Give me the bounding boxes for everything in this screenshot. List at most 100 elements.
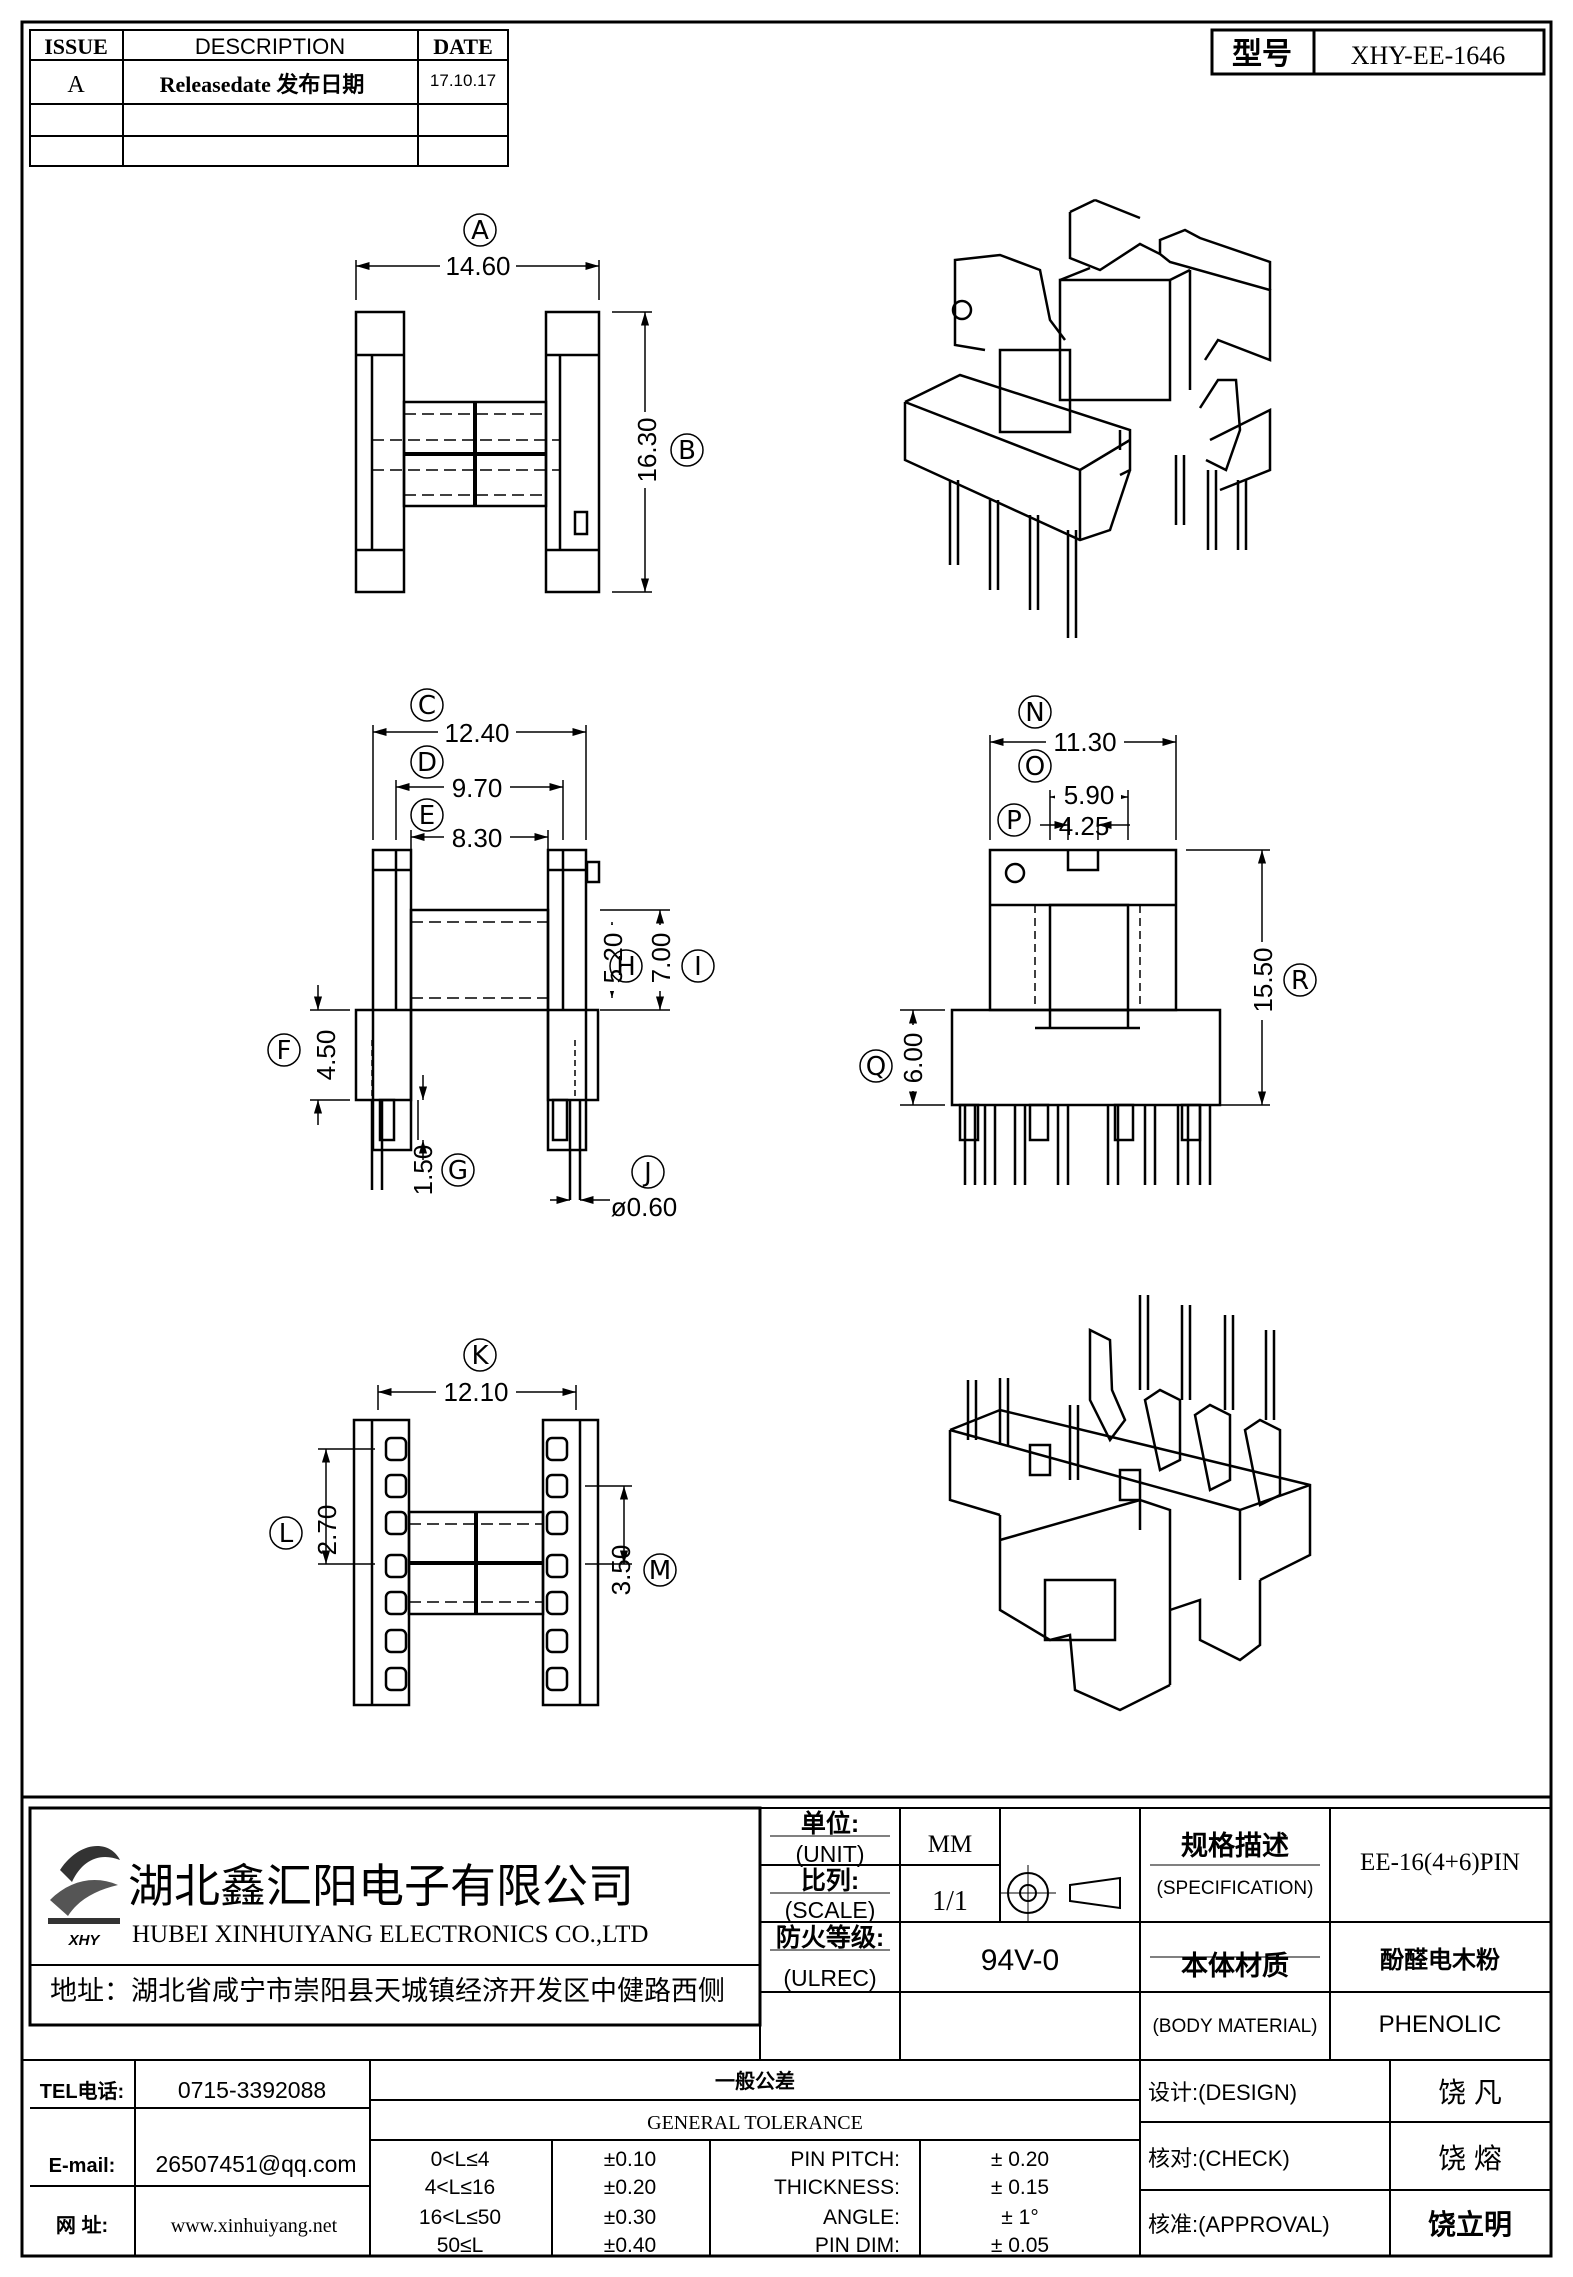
spec-label-cn: 规格描述 — [1181, 1831, 1289, 1861]
dim-C: 12.40 — [444, 718, 509, 748]
dim-P: 4.25 — [1059, 811, 1110, 841]
svg-text:E: E — [419, 801, 435, 831]
material-label-cn: 本体材质 — [1181, 1951, 1289, 1981]
svg-text:R: R — [1291, 966, 1309, 996]
svg-text:O: O — [1025, 752, 1045, 782]
description-cell: Releasedate 发布日期 — [160, 72, 365, 97]
sheet-border — [20, 20, 1553, 2258]
scale-value: 1/1 — [932, 1886, 968, 1917]
unit-label-cn: 单位: — [801, 1809, 859, 1838]
approval-name: 饶立明 — [1428, 2208, 1512, 2240]
dim-D: 9.70 — [452, 773, 503, 803]
issue-cell: A — [67, 72, 85, 98]
svg-text:J: J — [642, 1158, 652, 1188]
tol-range: 0<L≤4 — [431, 2148, 490, 2171]
tel-value: 0715-3392088 — [178, 2077, 326, 2103]
spec-name: ANGLE: — [823, 2206, 900, 2229]
title-block — [22, 1806, 1551, 2256]
dim-E: 8.30 — [452, 823, 503, 853]
svg-text:A: A — [471, 216, 489, 246]
dim-A: 14.60 — [445, 251, 510, 281]
scale-label-en: (SCALE) — [785, 1897, 876, 1923]
dim-Q: 6.00 — [898, 1033, 928, 1084]
tol-value: ±0.20 — [604, 2176, 656, 2199]
spec-label-en: (SPECIFICATION) — [1157, 1878, 1314, 1899]
material-value-cn: 酚醛电木粉 — [1380, 1947, 1500, 1974]
tel-label: TEL电话: — [40, 2080, 124, 2103]
spec-name: PIN PITCH: — [790, 2148, 900, 2171]
description-header: DESCRIPTION — [195, 34, 345, 59]
material-label-en: (BODY MATERIAL) — [1152, 2016, 1317, 2037]
svg-text:P: P — [1006, 806, 1022, 836]
design-name: 饶 凡 — [1438, 2077, 1502, 2108]
company-name-cn: 湖北鑫汇阳电子有限公司 — [128, 1860, 634, 1912]
ul-value: 94V-0 — [981, 1944, 1059, 1977]
tol-value: ±0.10 — [604, 2148, 656, 2171]
dim-O: 5.90 — [1064, 780, 1115, 810]
dim-I: 7.00 — [646, 933, 676, 984]
company-address: 地址：湖北省咸宁市崇阳县天城镇经济开发区中健路西侧 — [50, 1976, 725, 2006]
unit-label-en: (UNIT) — [796, 1841, 865, 1867]
check-name: 饶 熔 — [1438, 2143, 1502, 2174]
web-value[interactable]: www.xinhuiyang.net — [171, 2215, 338, 2237]
tolerance-title-en: GENERAL TOLERANCE — [647, 2112, 863, 2134]
company-name-en: HUBEI XINHUIYANG ELECTRONICS CO.,LTD — [132, 1921, 648, 1948]
revision-table: ISSUE DESCRIPTION DATE A Releasedate 发布日… — [29, 29, 509, 167]
email-value[interactable]: 26507451@qq.com — [155, 2151, 356, 2177]
tol-range: 4<L≤16 — [425, 2176, 496, 2199]
model-number: XHY-EE-1646 — [1351, 41, 1506, 70]
svg-text:D: D — [417, 748, 437, 778]
svg-text:N: N — [1025, 698, 1044, 728]
approval-label: 核准:(APPROVAL) — [1148, 2212, 1330, 2237]
svg-text:H: H — [616, 952, 636, 982]
iso-view-bottom — [948, 1295, 1312, 1712]
dim-N: 11.30 — [1053, 727, 1116, 757]
dim-B: 16.30 — [632, 417, 662, 482]
spec-name: PIN DIM: — [815, 2234, 900, 2257]
spec-tol: ± 1° — [1001, 2206, 1038, 2229]
svg-text:B: B — [678, 436, 696, 466]
company-logo: XHY — [48, 1846, 120, 1949]
dim-R: 15.50 — [1248, 947, 1278, 1012]
svg-text:F: F — [277, 1036, 292, 1066]
spec-tol: ± 0.05 — [991, 2234, 1049, 2257]
dim-M: 3.50 — [606, 1545, 636, 1596]
date-cell: 17.10.17 — [430, 71, 496, 90]
unit-value: MM — [928, 1831, 972, 1858]
svg-text:Q: Q — [866, 1052, 886, 1082]
iso-view-top — [903, 198, 1272, 638]
design-label: 设计:(DESIGN) — [1148, 2080, 1297, 2105]
dim-J: ø0.60 — [611, 1192, 678, 1222]
bottom-view — [318, 1385, 632, 1707]
tol-range: 50≤L — [437, 2234, 484, 2257]
front-view — [310, 725, 670, 1205]
spec-value: EE-16(4+6)PIN — [1360, 1849, 1520, 1876]
svg-text:L: L — [279, 1519, 294, 1549]
svg-text:G: G — [448, 1156, 468, 1186]
model-label: 型号 — [1232, 38, 1292, 71]
tol-value: ±0.40 — [604, 2234, 656, 2257]
svg-text:K: K — [471, 1341, 489, 1371]
svg-text:C: C — [418, 691, 436, 721]
issue-header: ISSUE — [44, 34, 108, 59]
dim-F: 4.50 — [311, 1030, 341, 1081]
spec-name: THICKNESS: — [774, 2176, 900, 2199]
dim-K: 12.10 — [443, 1377, 508, 1407]
date-header: DATE — [433, 34, 493, 59]
email-label: E-mail: — [49, 2155, 116, 2177]
top-view — [354, 260, 652, 594]
tol-range: 16<L≤50 — [419, 2206, 501, 2229]
logo-text: XHY — [68, 1932, 102, 1949]
svg-text:I: I — [694, 952, 702, 982]
spec-tol: ± 0.15 — [991, 2176, 1049, 2199]
dim-L: 2.70 — [312, 1505, 342, 1556]
model-box: 型号 XHY-EE-1646 — [1210, 28, 1546, 76]
ul-label-cn: 防火等级: — [776, 1923, 884, 1952]
check-label: 核对:(CHECK) — [1148, 2146, 1290, 2171]
scale-label-cn: 比列: — [801, 1867, 859, 1895]
material-value-en: PHENOLIC — [1379, 2011, 1502, 2038]
web-label: 网 址: — [56, 2214, 108, 2237]
tol-value: ±0.30 — [604, 2206, 656, 2229]
tolerance-title-cn: 一般公差 — [715, 2069, 795, 2093]
